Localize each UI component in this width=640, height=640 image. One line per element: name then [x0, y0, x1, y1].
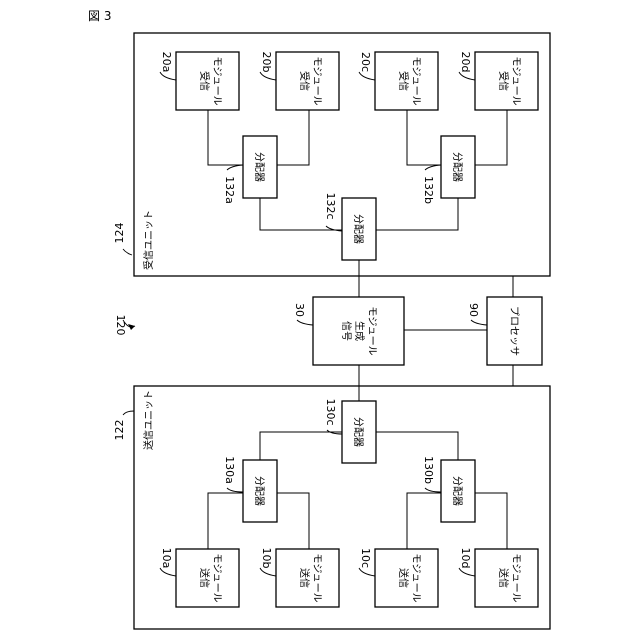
- tx-wire-130c-a: [260, 432, 342, 460]
- receive-module-20b-ref: 20b: [260, 52, 273, 73]
- signal-generator-line3: モジュール: [366, 306, 377, 355]
- distributor-130a-label: 分配器: [253, 476, 265, 506]
- signal-generator-30: 信号 生成 モジュール: [313, 297, 404, 365]
- transmit-unit-ref: 122: [113, 420, 126, 441]
- receive-module-20b-line1: 受信: [298, 71, 310, 91]
- receive-module-20d-line1: 受信: [497, 71, 509, 91]
- receive-module-20a: 受信 モジュール: [176, 52, 239, 110]
- distributor-132a: 分配器: [243, 136, 277, 198]
- leader-130b: [425, 488, 441, 492]
- receive-module-20c-line2: モジュール: [410, 56, 421, 105]
- leader-132a: [227, 165, 243, 170]
- tx-wire-d: [475, 493, 507, 549]
- processor-90: プロセッサ: [487, 297, 542, 365]
- transmit-module-10a-line1: 送信: [198, 568, 211, 588]
- distributor-132c: 分配器: [342, 198, 376, 260]
- distributor-132b: 分配器: [441, 136, 475, 198]
- transmit-module-10d-line1: 送信: [497, 568, 510, 588]
- distributor-132a-ref: 132a: [223, 176, 236, 204]
- tx-wire-a: [208, 493, 243, 549]
- receive-module-20d-ref: 20d: [459, 52, 472, 73]
- leader-10c: [359, 568, 375, 576]
- transmit-module-10d: 送信 モジュール: [475, 549, 538, 607]
- system-ref: 120: [114, 315, 127, 336]
- transmit-module-10c-ref: 10c: [359, 548, 372, 568]
- receive-module-20b: 受信 モジュール: [276, 52, 339, 110]
- transmit-module-10b: 送信 モジュール: [276, 549, 339, 607]
- leader-20d: [459, 72, 475, 80]
- leader-10d: [459, 568, 475, 576]
- distributor-130a: 分配器: [243, 460, 277, 522]
- distributor-130b-ref: 130b: [422, 456, 435, 484]
- transmit-unit-leader: [123, 411, 134, 415]
- transmit-module-10d-line2: モジュール: [510, 553, 521, 602]
- distributor-130a-ref: 130a: [223, 456, 236, 484]
- receive-module-20c-ref: 20c: [359, 52, 372, 72]
- tx-wire-130c-b: [376, 432, 458, 460]
- transmit-module-10a-line2: モジュール: [211, 553, 222, 602]
- distributor-132b-label: 分配器: [451, 152, 463, 182]
- leader-30: [297, 320, 313, 325]
- figure-label: 図 3: [88, 9, 111, 23]
- receive-module-20d: 受信 モジュール: [475, 52, 538, 110]
- leader-20c: [359, 72, 375, 80]
- transmit-module-10c-line2: モジュール: [410, 553, 421, 602]
- distributor-132b-ref: 132b: [422, 176, 435, 204]
- receive-unit-ref: 124: [113, 223, 126, 244]
- receive-module-20a-line1: 受信: [198, 71, 210, 91]
- tx-wire-b: [277, 493, 309, 549]
- receive-module-20a-line2: モジュール: [211, 56, 222, 105]
- transmit-module-10d-ref: 10d: [459, 548, 472, 569]
- receive-module-20b-line2: モジュール: [311, 56, 322, 105]
- leader-130a: [227, 488, 243, 492]
- distributor-130c-label: 分配器: [352, 417, 364, 447]
- leader-20b: [260, 72, 276, 80]
- receive-module-20c-line1: 受信: [397, 71, 409, 91]
- transmit-module-10b-line2: モジュール: [311, 553, 322, 602]
- transmit-module-10b-line1: 送信: [298, 568, 311, 588]
- rx-wire-a: [208, 110, 243, 165]
- rx-wire-d: [475, 110, 507, 165]
- transmit-module-10c-line1: 送信: [397, 568, 410, 588]
- rx-wire-c: [407, 110, 441, 165]
- transmit-module-10b-ref: 10b: [260, 548, 273, 569]
- receive-module-20a-ref: 20a: [160, 52, 173, 73]
- distributor-132c-label: 分配器: [352, 214, 364, 244]
- distributor-132c-ref: 132c: [324, 192, 337, 219]
- signal-generator-ref: 30: [293, 303, 306, 317]
- signal-generator-line2: 生成: [353, 321, 366, 341]
- processor-ref: 90: [467, 303, 480, 317]
- rx-wire-132b: [376, 198, 458, 230]
- receive-module-20d-line2: モジュール: [510, 56, 521, 105]
- processor-label: プロセッサ: [508, 306, 520, 356]
- leader-10b: [260, 568, 276, 576]
- tx-wire-c: [407, 493, 441, 549]
- transmit-module-10c: 送信 モジュール: [375, 549, 438, 607]
- receive-unit-leader: [123, 249, 132, 255]
- leader-132b: [425, 165, 441, 170]
- receive-unit-name: 受信ユニット: [143, 210, 155, 270]
- receive-module-20c: 受信 モジュール: [375, 52, 438, 110]
- transmit-module-10a-ref: 10a: [160, 548, 173, 569]
- distributor-130c-ref: 130c: [324, 398, 337, 425]
- rx-wire-b: [277, 110, 309, 165]
- distributor-132a-label: 分配器: [253, 152, 265, 182]
- distributor-130b: 分配器: [441, 460, 475, 522]
- transmit-module-10a: 送信 モジュール: [176, 549, 239, 607]
- distributor-130c: 分配器: [342, 401, 376, 463]
- signal-generator-line1: 信号: [340, 321, 352, 341]
- transmit-unit-name: 送信ユニット: [142, 390, 155, 450]
- leader-20a: [160, 72, 176, 80]
- leader-90: [471, 320, 487, 325]
- distributor-130b-label: 分配器: [451, 476, 463, 506]
- leader-10a: [160, 568, 176, 576]
